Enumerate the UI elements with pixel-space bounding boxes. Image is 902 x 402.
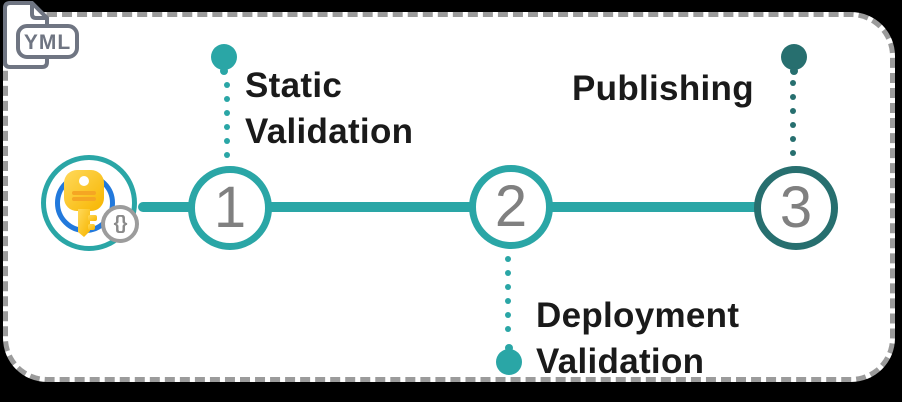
step2-dotted-line <box>505 256 511 332</box>
code-braces-label: {} <box>113 213 128 234</box>
step1-label-line2: Validation <box>245 112 414 151</box>
code-braces-badge: {} <box>101 205 139 243</box>
step2-label-line1: Deployment <box>536 296 740 335</box>
step1-dotted-line <box>224 82 230 158</box>
step2-number: 2 <box>494 174 528 239</box>
step1-circle: 1 <box>188 166 272 250</box>
step2-circle: 2 <box>469 165 553 249</box>
key-icon <box>64 170 104 237</box>
dashed-panel <box>3 12 895 382</box>
step3-number: 3 <box>779 175 813 240</box>
step2-marker-dot <box>496 344 522 375</box>
step3-dotted-line <box>790 80 796 156</box>
step1-marker-dot <box>211 44 237 75</box>
step3-circle: 3 <box>754 166 838 250</box>
step1-label-line1: Static <box>245 66 343 105</box>
step3-label-line1: Publishing <box>572 69 754 108</box>
step3-label: Publishing <box>572 66 754 112</box>
yml-file-icon: YML <box>3 1 79 69</box>
pipeline-connector-line <box>138 202 798 212</box>
step1-number: 1 <box>213 175 247 240</box>
step2-label: Deployment Validation <box>536 293 739 385</box>
step2-label-line2: Validation <box>536 342 705 381</box>
yml-file-label: YML <box>24 31 71 54</box>
step3-marker-dot <box>781 44 807 75</box>
step1-label: Static Validation <box>245 63 413 155</box>
